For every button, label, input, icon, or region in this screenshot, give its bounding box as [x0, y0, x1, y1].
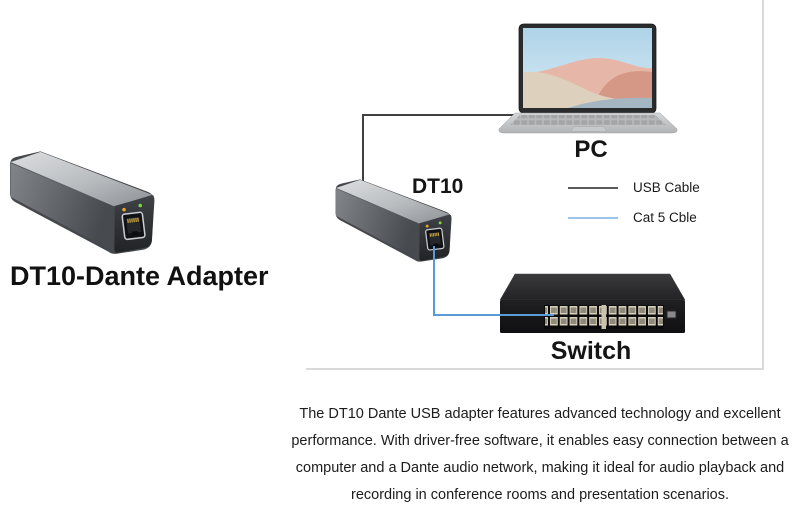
- description-line: performance. With driver-free software, …: [291, 433, 789, 449]
- cat5-cable-line-horizontal: [433, 314, 554, 316]
- description-line: computer and a Dante audio network, maki…: [295, 460, 785, 476]
- description-line: recording in conference rooms and presen…: [350, 487, 730, 503]
- usb-cable-legend-line: [568, 187, 618, 189]
- network-switch-image: [500, 273, 685, 333]
- cat5-cable-legend-label: Cat 5 Cble: [633, 210, 697, 225]
- product-title: DT10-Dante Adapter: [10, 261, 269, 291]
- dt10-label: DT10: [412, 175, 464, 198]
- table-cell-border: [306, 0, 764, 370]
- usb-cable-line-horizontal: [362, 114, 518, 116]
- usb-cable-legend-label: USB Cable: [633, 180, 700, 195]
- switch-label: Switch: [550, 337, 632, 365]
- usb-cable-line-vertical: [362, 114, 364, 188]
- dt10-adapter-product-image: [9, 150, 156, 255]
- product-description: The DT10 Dante USB adapter features adva…: [280, 401, 800, 508]
- pc-label: PC: [574, 136, 608, 163]
- cat5-cable-line-vertical: [433, 246, 435, 316]
- description-line: The DT10 Dante USB adapter features adva…: [299, 406, 781, 422]
- cat5-cable-legend-line: [568, 217, 618, 219]
- pc-laptop-image: [498, 23, 678, 134]
